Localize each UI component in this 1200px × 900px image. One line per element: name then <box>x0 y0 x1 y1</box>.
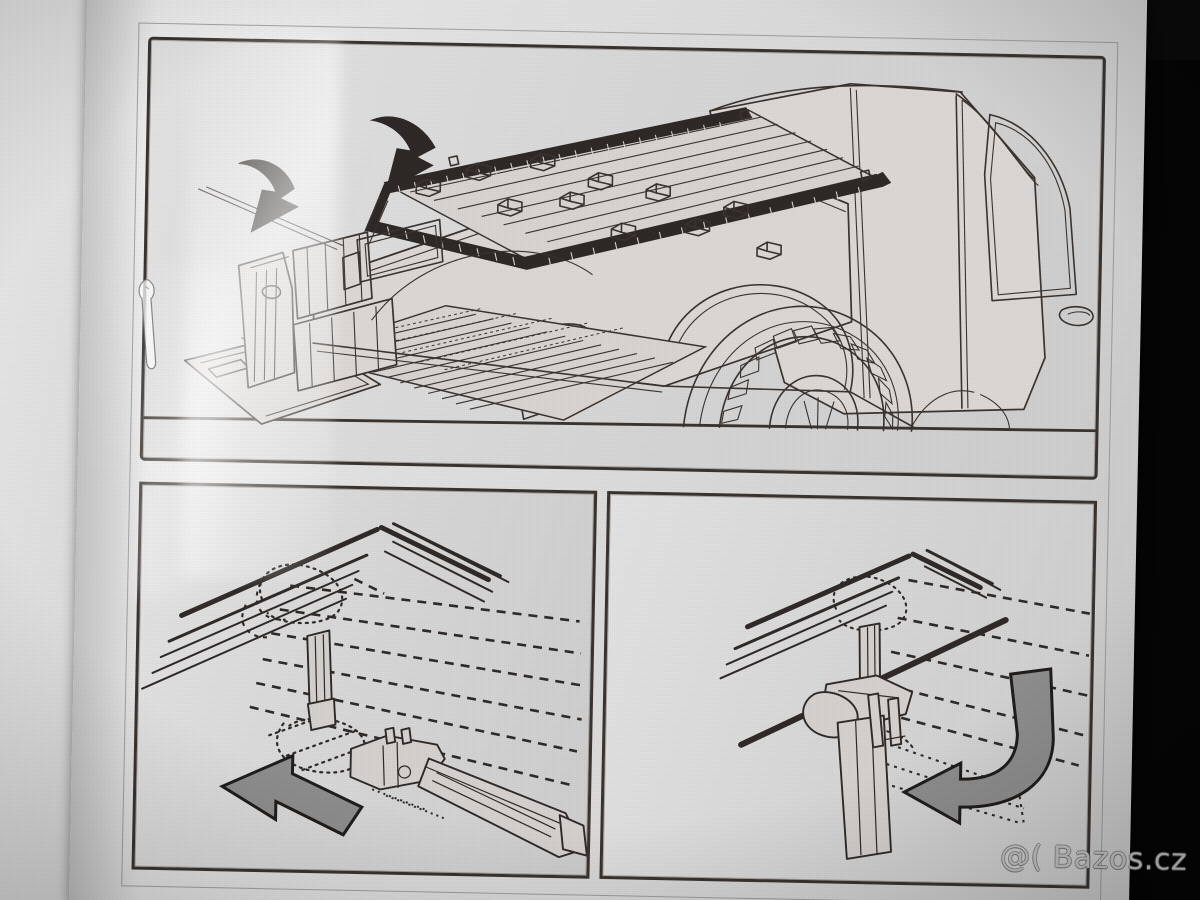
clamp-blocks <box>415 152 782 261</box>
clamp-insert-detail-illustration: .l{fill:none;stroke:#2f2a27;stroke-width… <box>141 522 588 859</box>
arrow-rotate-down <box>901 667 1055 826</box>
wrench-tool-vertical <box>802 674 914 860</box>
arrow-cover-direction-2 <box>369 116 436 192</box>
wrench-tool <box>349 726 588 859</box>
bed-rail-profile-upper <box>719 553 912 680</box>
rear-wheel-offroad-tire <box>682 305 1011 432</box>
clamp-tighten-detail-illustration: .l2{fill:none;stroke:#2f2a27;stroke-widt… <box>719 548 1091 860</box>
instruction-page: .ln{fill:none;stroke:#3b332e;stroke-widt… <box>68 0 1148 900</box>
bed-rail-profile-right <box>378 522 510 603</box>
bed-rail-profile-right <box>910 548 1002 599</box>
panel-bottom-left: .l{fill:none;stroke:#2f2a27;stroke-width… <box>131 481 598 879</box>
tonneau-cover-slats <box>410 116 859 243</box>
pickup-truck-overview-illustration: .ln{fill:none;stroke:#3b332e;stroke-widt… <box>143 82 1096 433</box>
clamp-bolt <box>306 629 337 732</box>
panel-top: .ln{fill:none;stroke:#3b332e;stroke-widt… <box>139 36 1107 480</box>
panel-bottom-right: .l2{fill:none;stroke:#2f2a27;stroke-widt… <box>599 490 1098 889</box>
arrow-cover-direction-1 <box>238 159 299 233</box>
paper-clip <box>138 279 157 370</box>
tire-tread <box>720 325 894 431</box>
arrow-push-left <box>218 753 365 837</box>
